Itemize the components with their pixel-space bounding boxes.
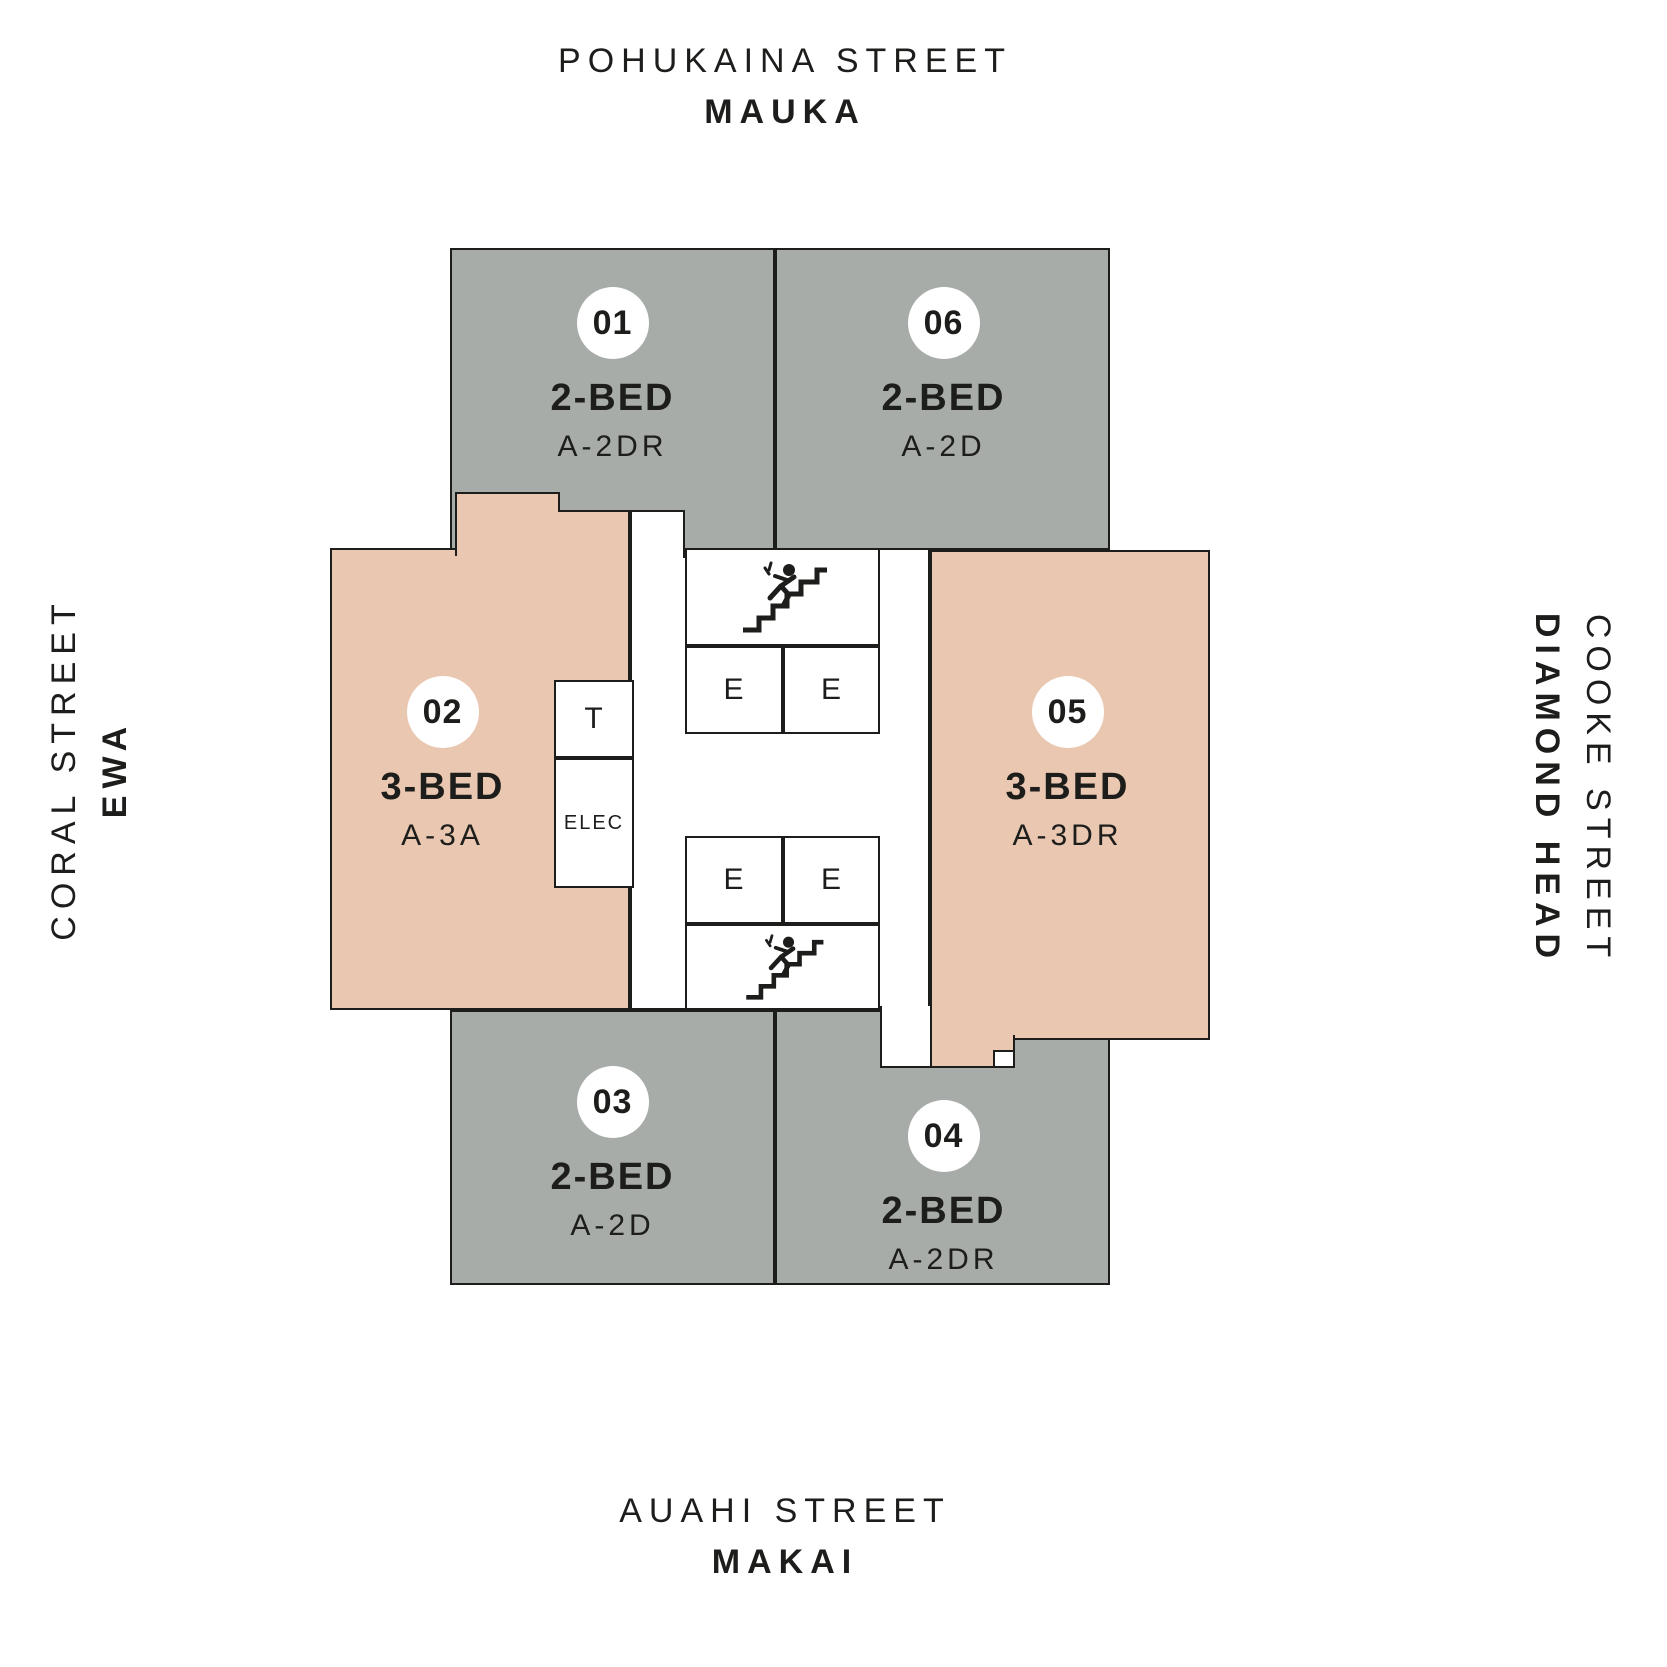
elevator-room-north-left: E bbox=[685, 646, 783, 734]
unit-06-plan-code: A-2D bbox=[901, 430, 986, 463]
street-direction-top: MAUKA bbox=[704, 93, 866, 131]
street-name-bottom: AUAHI STREET bbox=[619, 1492, 951, 1530]
unit-number: 06 bbox=[923, 303, 964, 342]
unit-05-plan-code: A-3DR bbox=[1012, 819, 1123, 852]
elevator-room-south-right: E bbox=[783, 836, 880, 924]
unit-number: 01 bbox=[592, 303, 633, 342]
elevator-room-north-right: E bbox=[783, 646, 880, 734]
unit-04-type: 2-BED bbox=[881, 1190, 1006, 1232]
unit-03-plan-code: A-2D bbox=[570, 1209, 655, 1242]
unit-number: 05 bbox=[1047, 692, 1088, 731]
unit-02-area-ext-a bbox=[455, 492, 560, 556]
street-label-bottom: AUAHI STREET MAKAI bbox=[485, 1492, 1085, 1582]
t-room-label: T bbox=[584, 702, 604, 735]
unit-number: 04 bbox=[923, 1116, 964, 1155]
electrical-room: ELEC bbox=[554, 758, 634, 888]
unit-03-area bbox=[450, 1010, 775, 1285]
unit-02-label: 02 3-BED A-3A bbox=[330, 676, 555, 853]
unit-02-plan-code: A-3A bbox=[401, 819, 484, 852]
unit-06-type: 2-BED bbox=[881, 377, 1006, 419]
unit-05-step-notch bbox=[993, 1050, 1015, 1068]
unit-06-number-badge: 06 bbox=[907, 287, 980, 359]
street-label-left: CORAL STREET EWA bbox=[45, 519, 135, 1019]
corridor-south bbox=[880, 1006, 930, 1068]
street-label-top: POHUKAINA STREET MAUKA bbox=[485, 42, 1085, 132]
unit-05-number-badge: 05 bbox=[1031, 676, 1104, 748]
unit-02-number-badge: 02 bbox=[406, 676, 479, 748]
unit-number: 02 bbox=[422, 692, 463, 731]
unit-02-type: 3-BED bbox=[380, 766, 505, 808]
street-name-top: POHUKAINA STREET bbox=[558, 42, 1012, 80]
elevator-label: E bbox=[723, 673, 745, 706]
unit-05-type: 3-BED bbox=[1005, 766, 1130, 808]
unit-number: 03 bbox=[592, 1082, 633, 1121]
unit-02-area-ext-b bbox=[558, 510, 630, 556]
unit-01-plan-code: A-2DR bbox=[557, 430, 668, 463]
unit-01-label: 01 2-BED A-2DR bbox=[460, 287, 765, 464]
street-direction-right: DIAMOND HEAD bbox=[1528, 612, 1566, 966]
stair-room-north bbox=[685, 548, 880, 646]
unit-03-number-badge: 03 bbox=[576, 1066, 649, 1138]
unit-03-type: 2-BED bbox=[550, 1156, 675, 1198]
service-room-t: T bbox=[554, 680, 634, 758]
street-name-left: CORAL STREET bbox=[45, 597, 83, 941]
unit-01-type: 2-BED bbox=[550, 377, 675, 419]
unit-04-number-badge: 04 bbox=[907, 1100, 980, 1172]
unit-04-plan-code: A-2DR bbox=[888, 1243, 999, 1276]
stair-room-south bbox=[685, 924, 880, 1010]
street-name-right: COOKE STREET bbox=[1579, 613, 1617, 965]
street-label-right: COOKE STREET DIAMOND HEAD bbox=[1527, 539, 1617, 1039]
elevator-label: E bbox=[723, 863, 745, 896]
unit-01-number-badge: 01 bbox=[576, 287, 649, 359]
elevator-label: E bbox=[820, 863, 842, 896]
unit-05-area bbox=[930, 550, 1210, 1040]
street-direction-left: EWA bbox=[96, 719, 134, 819]
corridor-north-notch bbox=[630, 510, 685, 558]
unit-04-label: 04 2-BED A-2DR bbox=[791, 1100, 1096, 1277]
street-direction-bottom: MAKAI bbox=[711, 1543, 859, 1581]
elec-room-label: ELEC bbox=[563, 811, 625, 834]
exit-stairs-icon bbox=[742, 561, 827, 633]
elevator-room-south-left: E bbox=[685, 836, 783, 924]
unit-05-label: 05 3-BED A-3DR bbox=[955, 676, 1180, 853]
unit-06-label: 06 2-BED A-2D bbox=[791, 287, 1096, 464]
unit-03-label: 03 2-BED A-2D bbox=[460, 1066, 765, 1243]
elevator-label: E bbox=[820, 673, 842, 706]
exit-stairs-icon bbox=[745, 934, 823, 1000]
